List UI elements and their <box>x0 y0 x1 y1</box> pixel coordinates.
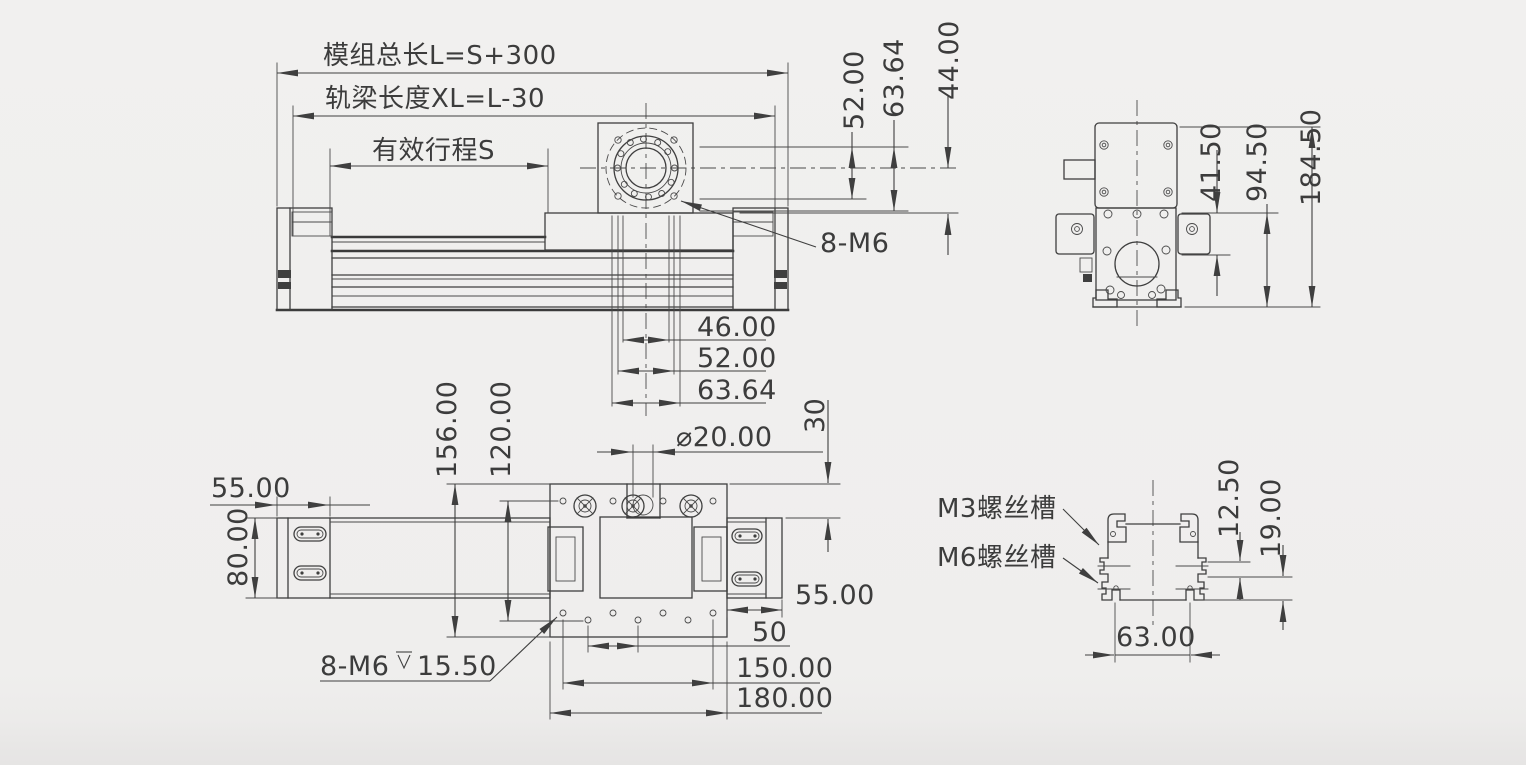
dim-120: 120.00 <box>486 381 584 622</box>
callout-8m6-depth-prefix: 8-M6 <box>320 651 389 682</box>
dim-flange-vertical: 52.00 63.64 44.00 <box>699 20 965 255</box>
carriage-plate-side <box>544 212 734 251</box>
end-cap-slot <box>293 526 327 542</box>
dim-1250-label: 12.50 <box>1214 458 1245 538</box>
bearing-bore <box>625 147 667 189</box>
plan-rail-right <box>726 517 783 599</box>
end-cap-slot <box>731 571 763 587</box>
end-cap-slot <box>293 565 327 581</box>
dim-156: 156.00 <box>432 381 551 638</box>
right-end-block <box>732 207 789 311</box>
bolt-circle <box>605 127 687 209</box>
side-elevation-view: 模组总长L=S+300 轨梁长度XL=L-30 有效行程S 52.00 <box>275 20 965 416</box>
left-belt-clamp <box>547 526 584 592</box>
flange-screw-hole <box>614 136 622 144</box>
bearing-outer-ring <box>613 135 679 201</box>
bearing-balls <box>614 135 678 201</box>
rail-feet-profile <box>1092 289 1182 308</box>
callout-8m6: 8-M6 <box>680 200 889 259</box>
dim-left-cap-label: 55.00 <box>211 473 291 504</box>
callout-8m6-label: 8-M6 <box>820 228 889 259</box>
motor-body <box>1063 122 1178 209</box>
dim-shaft-diameter: ⌀20.00 <box>597 422 823 498</box>
flange-screw-hole <box>670 136 678 144</box>
dim-left-cap: 55.00 <box>210 473 370 517</box>
callout-m6-slot: M6螺丝槽 <box>937 543 1099 584</box>
section-dims: 12.50 19.00 63.00 <box>1085 458 1293 663</box>
end-view-dims: 41.50 94.50 184.50 <box>1179 109 1327 308</box>
extrusion-profile <box>1097 513 1209 601</box>
motor-connector <box>1063 159 1096 180</box>
dim-120-label: 120.00 <box>486 381 517 478</box>
plan-view: 55.00 80.00 156.00 120.00 <box>210 381 875 720</box>
shaft-hole <box>632 494 654 516</box>
dim-180-label: 180.00 <box>736 683 833 714</box>
callout-8m6-depth: 8-M6 15.50 <box>320 616 558 682</box>
dim-9450-label: 94.50 <box>1242 122 1273 202</box>
dim-6364-horizontal-label: 63.64 <box>697 375 777 406</box>
callout-8m6-depth-value: 15.50 <box>417 651 497 682</box>
dim-right-cap: 55.00 <box>726 580 875 618</box>
dim-30-label: 30 <box>800 398 831 433</box>
depth-symbol-icon <box>396 651 412 670</box>
end-cap-slot <box>731 528 763 544</box>
motor-flange <box>597 122 694 214</box>
dim-52-horizontal-label: 52.00 <box>697 343 777 374</box>
left-mounting-ear <box>1055 213 1095 255</box>
carriage-plate-plan <box>547 483 728 638</box>
dim-right-cap-label: 55.00 <box>795 580 875 611</box>
floor-shadow-band <box>0 748 1526 765</box>
dim-44-label: 44.00 <box>934 20 965 100</box>
dim-rail-width: 80.00 <box>223 507 280 599</box>
dim-stroke-label: 有效行程S <box>372 136 495 166</box>
left-end-block <box>276 207 333 311</box>
dim-flange-horizontal: 46.00 52.00 63.64 <box>611 215 777 407</box>
dim-stroke: 有效行程S <box>329 136 549 236</box>
dim-rail-length-label: 轨梁长度XL=L-30 <box>325 84 545 114</box>
screw-boss <box>679 494 703 518</box>
dim-rail-length: 轨梁长度XL=L-30 <box>292 84 776 236</box>
end-bracket <box>1055 207 1211 301</box>
dim-shaft-diameter-label: ⌀20.00 <box>676 422 773 453</box>
screw-boss <box>621 494 645 518</box>
dim-rail-width-label: 80.00 <box>223 507 254 587</box>
dim-total-length-label: 模组总长L=S+300 <box>323 41 557 71</box>
dim-50: 50 <box>587 617 790 653</box>
dim-30: 30 <box>729 398 841 552</box>
dim-63-label: 63.00 <box>1116 622 1196 653</box>
screw-boss <box>573 494 597 518</box>
plan-rail-left <box>276 517 551 599</box>
dim-156-label: 156.00 <box>432 381 463 478</box>
dim-19-label: 19.00 <box>1256 478 1287 558</box>
dim-18450-label: 184.50 <box>1296 109 1327 206</box>
nut-housing-block <box>599 516 693 599</box>
callout-m3-slot: M3螺丝槽 <box>937 494 1100 546</box>
dim-46-label: 46.00 <box>697 312 777 343</box>
bearing-inner-ring <box>620 142 672 194</box>
flange-screw-hole <box>614 192 622 200</box>
dim-50-label: 50 <box>752 617 787 648</box>
dim-150-label: 150.00 <box>736 653 833 684</box>
callout-m6-slot-label: M6螺丝槽 <box>937 543 1056 573</box>
rail-profile-section-view: M3螺丝槽 M6螺丝槽 12.50 19.00 63.00 <box>937 458 1293 663</box>
right-mounting-ear <box>1177 213 1211 255</box>
dim-52-vertical-label: 52.00 <box>839 50 870 130</box>
dim-4150-label: 41.50 <box>1196 122 1227 202</box>
dim-6364-vertical-label: 63.64 <box>879 38 910 118</box>
end-section-view: 41.50 94.50 184.50 <box>1055 100 1327 330</box>
callout-m3-slot-label: M3螺丝槽 <box>937 494 1056 524</box>
right-belt-clamp <box>693 526 728 592</box>
flange-screw-hole <box>670 192 678 200</box>
dim-150: 150.00 <box>562 619 833 690</box>
rail-body <box>275 235 790 312</box>
bore-circle <box>1114 241 1160 287</box>
dim-total-length: 模组总长L=S+300 <box>276 41 789 207</box>
dim-180: 180.00 <box>549 641 833 720</box>
